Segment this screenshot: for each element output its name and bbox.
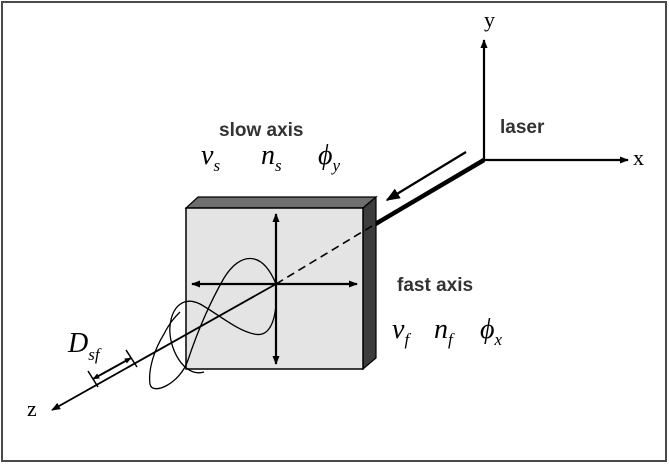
laser-label: laser [500, 117, 545, 138]
slow-velocity-symbol: vs [201, 140, 220, 175]
beam-inside-plate [275, 225, 373, 285]
laser-direction-arrow [385, 151, 467, 201]
slow-phase-symbol: ϕy [318, 140, 341, 175]
slow-index-symbol: ns [261, 140, 282, 175]
z-axis-arrow [51, 283, 277, 411]
slow-wave-curve [148, 257, 277, 390]
plate-front-face [185, 207, 364, 370]
z-axis-label: z [27, 396, 37, 421]
fast-velocity-symbol: vf [392, 314, 411, 349]
separation-label: Dsf [67, 328, 102, 364]
slow-axis-label: slow axis [219, 120, 304, 141]
laser-beam [370, 158, 486, 228]
plate-top-face [184, 196, 378, 209]
separation-tick-right [125, 349, 138, 368]
fast-wave-curve [169, 283, 277, 374]
y-axis-label: y [484, 7, 495, 32]
plate-side-face [362, 195, 377, 371]
fast-index-symbol: nf [434, 314, 455, 349]
fast-phase-symbol: ϕx [480, 314, 503, 349]
fast-axis-label: fast axis [397, 275, 473, 296]
x-axis-label: x [633, 145, 644, 170]
separation-tick-left [87, 370, 99, 388]
separation-arrow [92, 357, 132, 380]
